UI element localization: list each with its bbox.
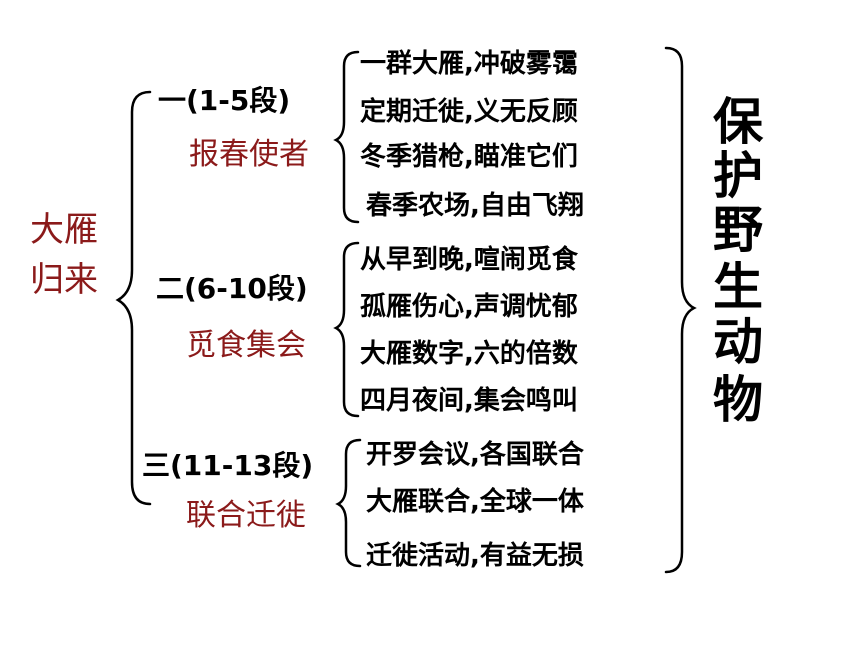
section2-line2: 孤雁伤心,声调忧郁	[360, 292, 578, 322]
section2-line1: 从早到晚,喧闹觅食	[360, 245, 578, 275]
main-brace	[115, 90, 152, 506]
section2-brace	[333, 241, 360, 418]
conclusion-char-3: 野	[713, 201, 763, 259]
section3-subtitle: 联合迁徙	[186, 498, 306, 533]
section1-subtitle: 报春使者	[189, 137, 309, 172]
section3-line2: 大雁联合,全球一体	[366, 487, 584, 517]
conclusion-char-6: 物	[713, 371, 763, 429]
section1-brace	[333, 50, 360, 224]
right-brace	[664, 46, 697, 574]
section2-subtitle: 觅食集会	[186, 328, 306, 363]
section1-line1: 一群大雁,冲破雾霭	[360, 49, 578, 79]
section3-line3: 迁徙活动,有益无损	[366, 541, 584, 571]
main-title-line1: 大雁	[30, 210, 98, 250]
section2-heading: 二(6-10段)	[156, 272, 308, 305]
section1-line2: 定期迁徙,义无反顾	[360, 97, 578, 127]
section2-line4: 四月夜间,集会鸣叫	[360, 386, 578, 416]
conclusion-char-1: 保	[713, 93, 763, 151]
section3-heading: 三(11-13段)	[142, 449, 314, 482]
section3-line1: 开罗会议,各国联合	[366, 440, 584, 470]
section1-line3: 冬季猎枪,瞄准它们	[360, 142, 578, 172]
section1-line4: 春季农场,自由飞翔	[366, 191, 584, 221]
conclusion-char-2: 护	[713, 147, 763, 205]
section2-line3: 大雁数字,六的倍数	[360, 339, 578, 369]
conclusion-char-4: 生	[713, 258, 763, 316]
conclusion-char-5: 动	[713, 313, 763, 371]
main-title-line2: 归来	[30, 260, 98, 300]
section3-brace	[335, 438, 362, 568]
section1-heading: 一(1-5段)	[158, 84, 291, 117]
